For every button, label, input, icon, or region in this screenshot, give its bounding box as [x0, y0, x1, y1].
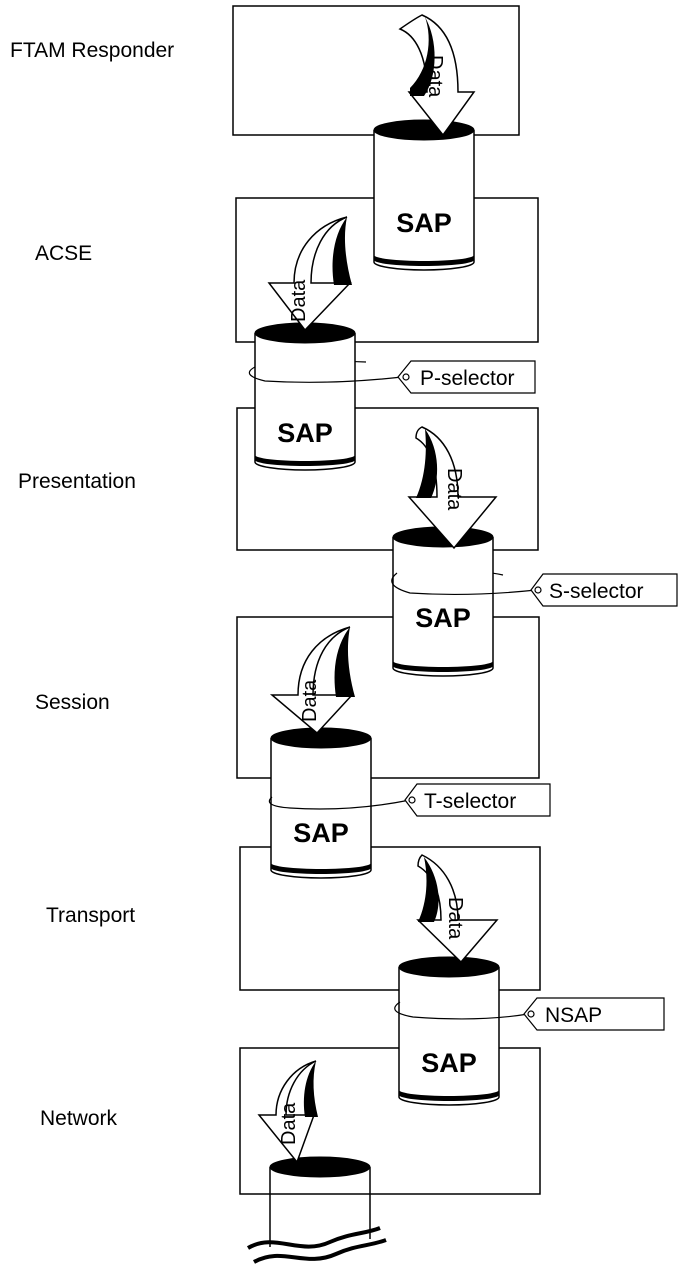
data-label-5: Data [444, 897, 466, 940]
selector-label-t: T-selector [424, 790, 516, 813]
data-label-4: Data [299, 679, 321, 722]
selector-string-front-2 [391, 572, 537, 596]
layer-box-ftam [232, 5, 520, 136]
data-arrow-2: Data [267, 216, 352, 332]
selector-string-front-1 [248, 366, 403, 383]
layer-label-presentation: Presentation [18, 470, 136, 493]
selector-string-front-4 [394, 1001, 529, 1020]
data-arrow-3: Data [407, 426, 498, 550]
selector-label-nsap: NSAP [545, 1004, 602, 1027]
layer-label-ftam: FTAM Responder [10, 39, 174, 62]
layer-label-session: Session [35, 691, 110, 714]
sap-label-2: SAP [277, 418, 333, 448]
layer-label-network: Network [40, 1107, 118, 1130]
selector-label-p: P-selector [420, 367, 515, 390]
layer-label-acse: ACSE [35, 242, 92, 265]
sap-cylinder-6 [269, 1156, 371, 1247]
data-label-3: Data [443, 468, 465, 511]
selector-tag-s: S-selector [530, 573, 678, 607]
data-label-6: Data [278, 1102, 300, 1145]
break-line-1 [246, 1226, 381, 1250]
data-arrow-6: Data [257, 1060, 318, 1164]
data-arrow-1: Data [398, 14, 476, 137]
sap-label-4: SAP [293, 818, 349, 848]
selector-tag-nsap: NSAP [523, 997, 665, 1031]
selector-label-s: S-selector [549, 580, 644, 603]
selector-tag-t: T-selector [404, 783, 551, 817]
break-line-2 [253, 1238, 387, 1264]
sap-cylinder-3: SAP [392, 526, 494, 677]
data-arrow-5: Data [416, 854, 499, 964]
sap-cylinder-2: SAP [254, 322, 356, 471]
sap-label-5: SAP [421, 1048, 477, 1078]
selector-string-front-3 [268, 796, 411, 810]
sap-label-1: SAP [396, 208, 452, 238]
sap-label-3: SAP [415, 603, 471, 633]
selector-tag-p: P-selector [397, 360, 536, 394]
data-label-2: Data [288, 279, 310, 322]
sap-cylinder-1: SAP [373, 119, 475, 271]
data-arrow-4: Data [269, 626, 355, 735]
sap-cylinder-4: SAP [270, 727, 372, 879]
sap-cylinder-5: SAP [398, 956, 500, 1106]
data-label-1: Data [424, 55, 446, 98]
layer-label-transport: Transport [46, 904, 135, 927]
